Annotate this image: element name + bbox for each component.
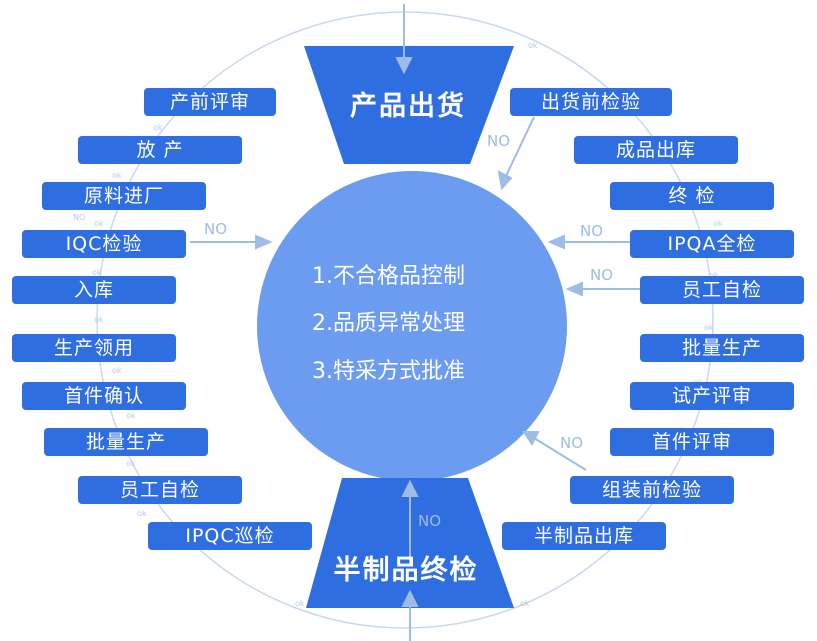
no-label-bottom: NO	[418, 512, 442, 530]
no-label-assembly: NO	[560, 434, 584, 452]
no-label-top: NO	[487, 132, 511, 150]
right-step-mass-production: 批量生产	[640, 334, 804, 362]
left-step-production-requisition: 生产领用	[12, 334, 176, 362]
left-step-pre-production-review: 产前评审	[144, 88, 276, 116]
top-banner-label: 产品出货	[350, 91, 466, 122]
svg-text:ok: ok	[528, 41, 538, 50]
iqc-no-arrowhead	[255, 234, 273, 250]
svg-text:ok: ok	[709, 271, 719, 280]
svg-text:ok: ok	[94, 219, 104, 228]
right-step-first-article-review: 首件评审	[610, 428, 774, 456]
svg-text:ok: ok	[520, 599, 530, 608]
ipqa-no-arrowhead	[547, 234, 565, 250]
right-step-trial-production-review: 试产评审	[630, 382, 794, 410]
svg-text:ok: ok	[295, 599, 305, 608]
svg-text:ok: ok	[112, 366, 122, 375]
svg-text:ok: ok	[153, 123, 163, 132]
ship-inspect-no-arrow	[505, 116, 535, 177]
bottom-entry-arrowhead	[401, 589, 419, 607]
bottom-banner-label: 半制品终检	[333, 555, 479, 586]
svg-text:ok: ok	[92, 268, 102, 277]
left-step-release-production: 放 产	[78, 136, 242, 164]
right-step-self-inspection: 员工自检	[640, 276, 804, 304]
svg-text:ok: ok	[94, 315, 104, 324]
top-banner	[304, 46, 514, 164]
assembly-no-arrow	[533, 437, 587, 471]
center-circle	[257, 171, 567, 481]
left-step-mass-production: 批量生产	[44, 428, 208, 456]
center-item-2: 2.品质异常处理	[312, 311, 465, 336]
flow-arrows	[190, 4, 640, 641]
no-label-ipqa: NO	[580, 222, 604, 240]
svg-text:ok: ok	[704, 323, 714, 332]
svg-text:ok: ok	[126, 411, 136, 420]
left-step-ipqc-patrol: IPQC巡检	[148, 522, 312, 550]
right-step-ipqa-full-inspection: IPQA全检	[630, 230, 794, 258]
no-label-employee: NO	[590, 266, 614, 284]
left-step-self-inspection: 员工自检	[78, 476, 242, 504]
svg-text:ok: ok	[713, 219, 723, 228]
center-item-1: 1.不合格品控制	[312, 264, 465, 289]
left-step-first-article-confirm: 首件确认	[22, 382, 186, 410]
ship-inspect-no-arrowhead	[497, 170, 513, 191]
bottom-no-arrowhead	[401, 479, 419, 497]
right-step-semi-finished-outbound: 半制品出库	[502, 522, 666, 550]
right-step-pre-shipment-inspection: 出货前检验	[510, 88, 672, 116]
svg-text:ok: ok	[126, 459, 136, 468]
left-step-iqc-inspection: IQC检验	[22, 230, 186, 258]
employee-no-arrowhead	[565, 281, 583, 297]
right-step-pre-assembly-inspection: 组装前检验	[570, 476, 734, 504]
svg-text:NO: NO	[73, 213, 85, 222]
right-step-finished-goods-outbound: 成品出库	[574, 136, 738, 164]
assembly-no-arrowhead	[522, 431, 540, 446]
top-entry-arrowhead	[395, 57, 413, 75]
left-step-raw-material-intake: 原料进厂	[42, 182, 206, 210]
left-step-warehousing: 入库	[12, 276, 176, 304]
no-label-iqc: NO	[204, 220, 228, 238]
right-step-final-inspection: 终 检	[610, 182, 774, 210]
svg-text:ok: ok	[112, 171, 122, 180]
center-item-3: 3.特采方式批准	[312, 359, 465, 384]
svg-text:ok: ok	[137, 509, 147, 518]
